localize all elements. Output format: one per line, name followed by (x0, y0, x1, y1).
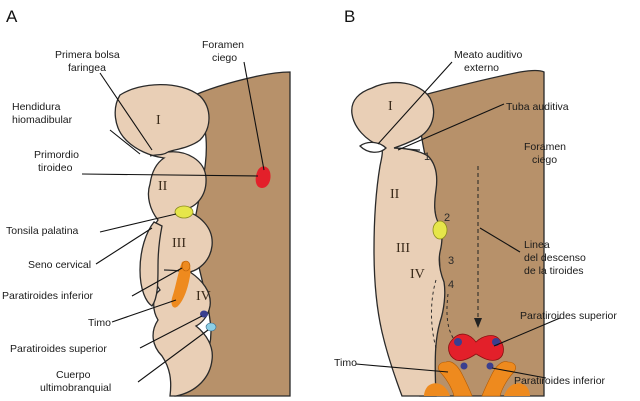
panel-b-thymus-right (481, 361, 516, 397)
panel-a-label-cuerpo-1: Cuerpo (56, 369, 91, 381)
panel-a-arch-3: III (172, 236, 186, 251)
panel-b-migration-path-2 (446, 293, 457, 343)
panel-b-lead-paratiroides-inf (491, 367, 547, 379)
panel-b-migration-path-1 (431, 279, 437, 349)
panel-a-letter: A (6, 7, 18, 26)
panel-b-label-linea-2: del descenso (524, 252, 586, 264)
panel-b-lead-linea (479, 227, 521, 253)
panel-a-lead-primera-bolsa (99, 72, 153, 151)
panel-b-thyroid (448, 333, 504, 361)
panel-a-label-tonsila: Tonsila palatina (6, 225, 79, 237)
panel-a-label-paratiroides-sup: Paratiroides superior (10, 343, 107, 355)
panel-b-tuba (393, 147, 421, 151)
panel-a-label-primera-bolsa-2: faringea (68, 62, 106, 74)
panel-a-ultimobranchial-body (205, 322, 217, 332)
panel-b-label-paratiroides-inf: Paratiroides inferior (514, 375, 606, 387)
panel-a-dark-tissue (174, 71, 291, 397)
panel-b-lead-timo (355, 363, 449, 373)
panel-a-lead-primordio (81, 173, 259, 177)
panel-a-lead-paratiroides-sup (139, 315, 203, 349)
panel-a-lead-paratiroides-inf (131, 267, 183, 297)
panel-b-pouch-3: 3 (448, 255, 454, 267)
panel-a-label-hendidura-2: hiomadibular (12, 114, 73, 126)
panel-b-parathyroid-inferior-right (486, 362, 494, 370)
panel-b-label-tuba: Tuba auditiva (506, 101, 569, 113)
panel-a-label-primordio-1: Primordio (34, 149, 79, 161)
panel-b: B I II III IV 1 2 3 4 (334, 7, 617, 397)
panel-b-arch-4: IV (410, 267, 425, 282)
panel-a-parathyroid-inferior (181, 260, 191, 272)
panel-b-tonsil (432, 220, 448, 240)
panel-b-pouch-1: 1 (424, 151, 430, 163)
panel-a-lead-cuerpo (137, 329, 209, 383)
panel-a-label-timo: Timo (88, 317, 111, 329)
panel-b-arch-1: I (388, 99, 393, 114)
panel-b-thymus-lower-left (424, 383, 450, 396)
panel-a-label-foramen-1: Foramen (202, 39, 244, 51)
panel-a-thyroid-primordium (255, 166, 271, 188)
panel-a-parathyroid-superior (200, 310, 208, 318)
panel-b-arch-3: III (396, 241, 410, 256)
panel-b-label-meato-1: Meato auditivo (454, 49, 522, 61)
panel-b-label-linea-3: de la tiroides (524, 265, 584, 277)
panel-b-pouch-2: 2 (444, 212, 450, 224)
panel-a-lead-foramen (243, 61, 265, 171)
panel-b-lead-paratiroides-sup (493, 317, 561, 347)
panel-b-arch-2: II (390, 187, 400, 202)
panel-a-seno-cervical-shape (139, 221, 163, 307)
panel-b-label-timo: Timo (334, 357, 357, 369)
panel-b-thymus-left (438, 361, 473, 397)
panel-b-parathyroid-superior-left (454, 338, 462, 346)
panel-a-label-hendidura-1: Hendidura (12, 101, 61, 113)
panel-b-pouch-4: 4 (448, 279, 454, 291)
panel-a-label-primera-bolsa-1: Primera bolsa (55, 49, 120, 61)
panel-b-lead-tuba (397, 103, 505, 151)
panel-b-descent-arrow (474, 318, 482, 328)
panel-a-label-seno: Seno cervical (28, 259, 91, 271)
panel-a-lead-hendidura (109, 129, 141, 155)
panel-a-lead-seno (95, 227, 153, 265)
panel-a-cleft-1 (149, 151, 169, 157)
panel-a-lead-timo (111, 299, 177, 323)
panel-b-label-foramen-1: Foramen (524, 141, 566, 153)
panel-b-meatus (359, 141, 387, 153)
panel-a-arch-1: I (156, 113, 161, 128)
panel-a-label-primordio-2: tiroideo (38, 162, 73, 174)
panel-b-label-meato-2: externo (464, 62, 499, 74)
panel-b-thymus-lower-right (504, 383, 530, 396)
panel-b-parathyroid-inferior-left (460, 362, 468, 370)
panel-b-light-tissue (351, 81, 446, 397)
panel-a-thymus (171, 260, 191, 308)
panel-a-lead-tonsila (99, 213, 177, 233)
panel-b-label-paratiroides-sup: Paratiroides superior (520, 310, 617, 322)
panel-a-label-paratiroides-inf: Paratiroides inferior (2, 290, 94, 302)
panel-a-label-foramen-2: ciego (212, 52, 237, 64)
panel-b-letter: B (344, 7, 355, 26)
panel-b-label-foramen-2: ciego (532, 154, 557, 166)
panel-a: A I II III IV Primera bolsa (2, 7, 291, 397)
panel-a-arch-2: II (158, 179, 168, 194)
panel-b-label-linea-1: Linea (524, 239, 550, 251)
panel-a-arches (114, 83, 213, 397)
panel-a-tonsil (174, 205, 194, 219)
panel-b-lead-meato (377, 61, 453, 145)
panel-a-arch-4: IV (196, 289, 211, 304)
panel-a-label-cuerpo-2: ultimobranquial (40, 382, 111, 394)
